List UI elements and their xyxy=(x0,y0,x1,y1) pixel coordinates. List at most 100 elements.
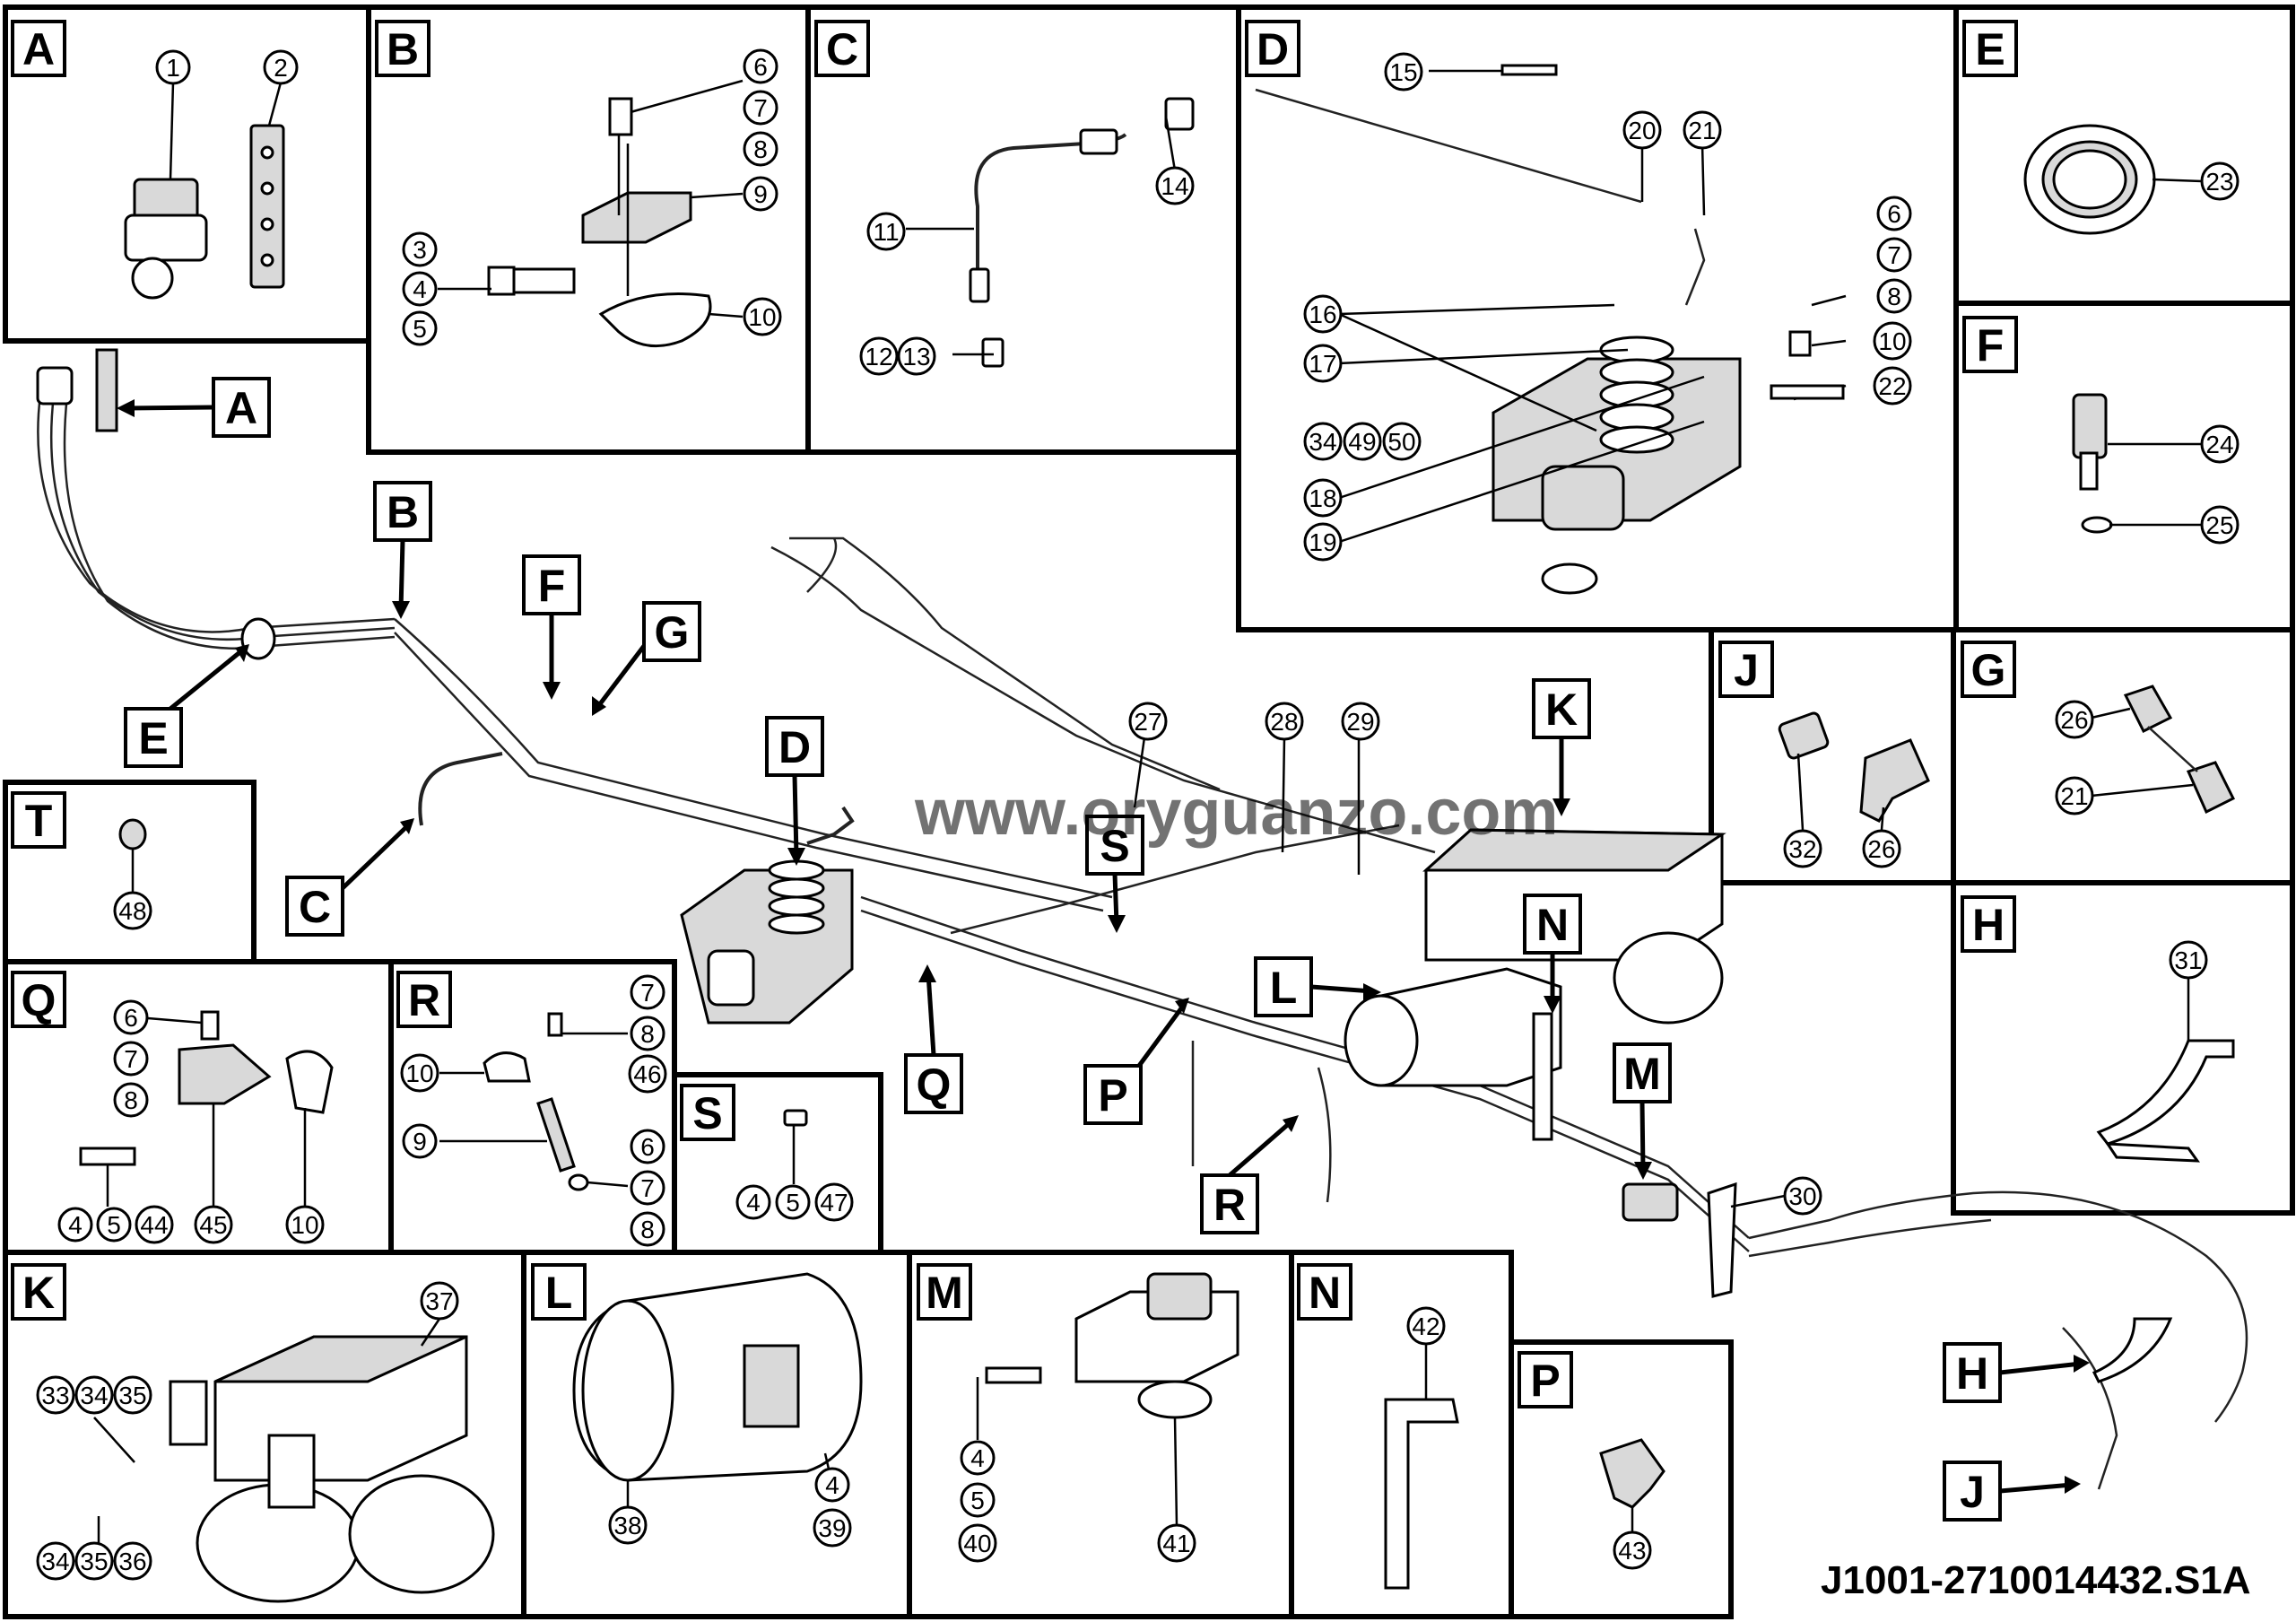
ref-m: M xyxy=(1613,1042,1672,1103)
callout-q-45: 45 xyxy=(194,1205,233,1244)
svg-text:G: G xyxy=(655,607,690,658)
callout-a-1: 1 xyxy=(155,49,191,85)
panel-label-p: P xyxy=(1518,1351,1573,1408)
svg-text:2: 2 xyxy=(274,54,288,82)
svg-text:4: 4 xyxy=(413,275,427,303)
panel-r-parts xyxy=(439,1012,629,1191)
svg-text:J: J xyxy=(1734,645,1759,695)
svg-text:34: 34 xyxy=(80,1382,108,1409)
panel-a-parts xyxy=(124,82,285,300)
svg-text:19: 19 xyxy=(1309,528,1336,556)
callout-e-23: 23 xyxy=(2200,161,2239,201)
callout-r-8b: 8 xyxy=(630,1211,665,1247)
panel-label-s: S xyxy=(680,1084,735,1141)
callout-d-21: 21 xyxy=(1683,110,1722,150)
svg-text:D: D xyxy=(778,722,811,772)
callout-r-7: 7 xyxy=(630,974,665,1010)
ref-k: K xyxy=(1532,678,1591,739)
svg-text:26: 26 xyxy=(2060,706,2088,734)
coil-tank xyxy=(1599,336,1674,454)
svg-text:45: 45 xyxy=(199,1211,227,1239)
overview-assembly xyxy=(36,348,2248,1490)
callout-d-22: 22 xyxy=(1873,366,1912,406)
svg-text:41: 41 xyxy=(1162,1530,1190,1557)
svg-text:A: A xyxy=(225,383,257,433)
callout-k-37: 37 xyxy=(420,1281,459,1321)
panel-q-parts xyxy=(79,1010,334,1207)
callout-k-34b: 34 xyxy=(36,1541,75,1581)
svg-text:40: 40 xyxy=(963,1530,991,1557)
svg-text:10: 10 xyxy=(1878,327,1906,355)
callout-r-8: 8 xyxy=(630,1016,665,1051)
callout-d-8: 8 xyxy=(1876,278,1912,314)
svg-text:6: 6 xyxy=(640,1133,655,1161)
svg-text:E: E xyxy=(1975,24,2005,74)
ref-n: N xyxy=(1523,894,1582,955)
svg-text:L: L xyxy=(1270,963,1298,1013)
svg-text:F: F xyxy=(538,561,566,611)
svg-text:24: 24 xyxy=(2205,431,2233,458)
callout-b-4: 4 xyxy=(402,271,438,307)
callout-c-11: 11 xyxy=(866,212,906,251)
panel-frames xyxy=(3,4,2295,1619)
svg-text:16: 16 xyxy=(1309,301,1336,328)
callout-a-2: 2 xyxy=(263,49,299,85)
callout-j-32: 32 xyxy=(1783,829,1822,868)
callout-s-4: 4 xyxy=(735,1184,771,1220)
panel-label-h: H xyxy=(1961,895,2016,953)
svg-text:14: 14 xyxy=(1161,172,1188,200)
callout-q-8: 8 xyxy=(113,1082,149,1118)
svg-text:8: 8 xyxy=(640,1216,655,1243)
callout-d-15: 15 xyxy=(1384,52,1423,92)
panel-label-a: A xyxy=(11,20,66,77)
svg-text:7: 7 xyxy=(124,1045,138,1073)
panel-label-f: F xyxy=(1962,316,2018,373)
svg-text:5: 5 xyxy=(970,1487,985,1514)
callout-c-14: 14 xyxy=(1155,166,1195,205)
callout-f-25: 25 xyxy=(2200,505,2239,545)
panel-label-d: D xyxy=(1245,20,1300,77)
callout-b-3: 3 xyxy=(402,231,438,267)
svg-text:A: A xyxy=(22,24,55,74)
svg-text:K: K xyxy=(1545,685,1578,735)
svg-text:48: 48 xyxy=(118,897,146,925)
ref-b: B xyxy=(373,481,432,542)
callout-q-10: 10 xyxy=(285,1205,325,1244)
svg-text:4: 4 xyxy=(746,1189,761,1216)
svg-text:18: 18 xyxy=(1309,484,1336,512)
ref-g: G xyxy=(642,601,701,662)
svg-text:M: M xyxy=(1623,1049,1661,1099)
ref-s: S xyxy=(1085,815,1144,876)
svg-text:C: C xyxy=(299,882,331,932)
callout-l-4: 4 xyxy=(814,1467,850,1503)
callout-c-13: 13 xyxy=(897,336,936,376)
svg-text:13: 13 xyxy=(902,343,930,371)
svg-text:35: 35 xyxy=(80,1548,108,1575)
svg-text:26: 26 xyxy=(1867,835,1895,863)
callout-h-31: 31 xyxy=(2169,940,2208,980)
callout-r-6: 6 xyxy=(630,1129,665,1164)
callout-overview-27: 27 xyxy=(1128,702,1168,741)
svg-text:H: H xyxy=(1956,1348,1988,1399)
ref-r: R xyxy=(1200,1173,1259,1234)
svg-text:5: 5 xyxy=(413,315,427,343)
callout-d-16: 16 xyxy=(1303,294,1343,334)
callout-b-8: 8 xyxy=(743,131,778,167)
callout-d-17: 17 xyxy=(1303,344,1343,383)
svg-text:L: L xyxy=(545,1268,573,1318)
svg-text:37: 37 xyxy=(425,1287,453,1315)
panel-t-parts xyxy=(118,818,147,893)
svg-text:46: 46 xyxy=(633,1060,661,1088)
callout-j-26: 26 xyxy=(1862,829,1901,868)
ref-c: C xyxy=(285,876,344,937)
callout-d-19: 19 xyxy=(1303,522,1343,562)
callout-s-5: 5 xyxy=(775,1184,811,1220)
svg-text:D: D xyxy=(1257,24,1289,74)
callout-overview-30: 30 xyxy=(1783,1176,1822,1216)
panel-c-parts xyxy=(906,97,1195,368)
svg-text:M: M xyxy=(926,1268,963,1318)
svg-text:17: 17 xyxy=(1309,350,1336,378)
svg-text:21: 21 xyxy=(2060,782,2088,810)
callout-overview-29: 29 xyxy=(1341,702,1380,741)
